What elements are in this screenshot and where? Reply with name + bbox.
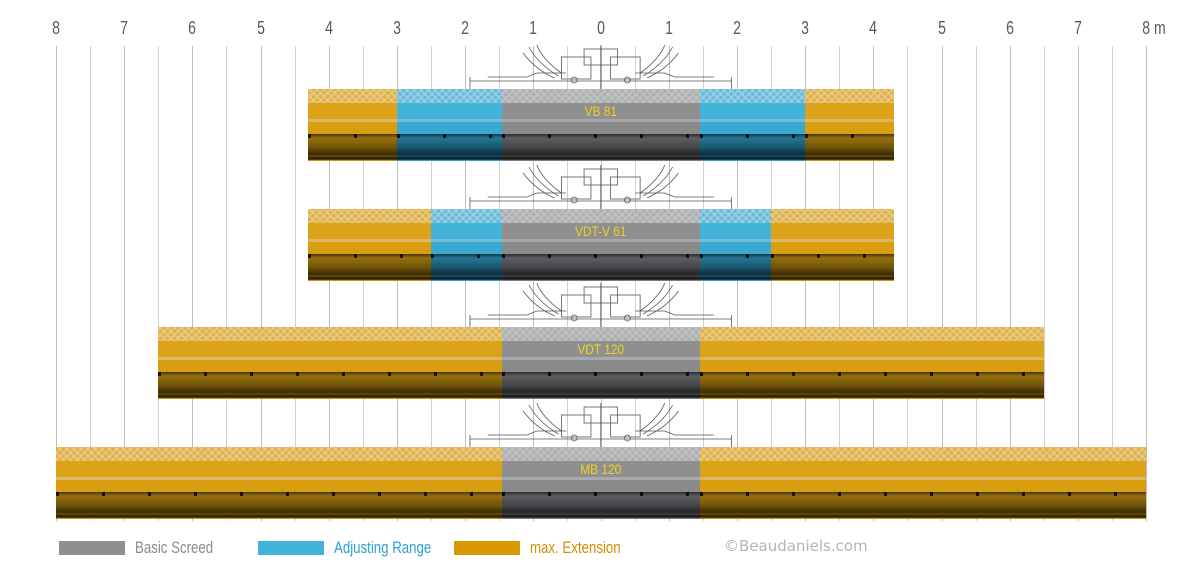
gridline — [158, 46, 159, 521]
gridline — [329, 46, 330, 521]
gridline — [1146, 46, 1147, 521]
gridline — [499, 46, 500, 521]
max-extension-segment — [308, 89, 397, 161]
paver-machine-drawing — [468, 163, 734, 209]
model-label: MB 120 — [580, 461, 622, 477]
gridline — [976, 46, 977, 521]
gridline — [771, 46, 772, 521]
gridline — [363, 46, 364, 521]
gridline — [192, 46, 193, 521]
x-tick-label: 6 — [188, 18, 197, 38]
screed-row-vdt-120: VDT 120 — [0, 327, 1200, 399]
legend-swatch-adjusting — [258, 541, 324, 555]
adjusting-range-segment — [699, 209, 772, 281]
screed-row-mb-120: MB 120 — [0, 447, 1200, 519]
legend-label-extension: max. Extension — [530, 538, 621, 557]
max-extension-segment — [308, 209, 431, 281]
x-tick-label: 3 — [392, 18, 401, 38]
x-tick-label: 7 — [1073, 18, 1082, 38]
x-tick-label: 7 — [120, 18, 129, 38]
gridline — [907, 46, 908, 521]
gridline — [1078, 46, 1079, 521]
basic-screed-segment — [502, 89, 700, 161]
gridline — [397, 46, 398, 521]
legend-label-adjusting: Adjusting Range — [334, 538, 432, 557]
max-extension-segment — [771, 209, 894, 281]
gridline — [567, 46, 568, 521]
paver-machine-drawing — [468, 401, 734, 447]
gridline — [533, 46, 534, 521]
x-tick-label: 5 — [256, 18, 265, 38]
basic-screed-segment — [502, 327, 700, 399]
model-label: VDT-V 61 — [575, 223, 627, 239]
x-tick-label: 6 — [1005, 18, 1014, 38]
max-extension-segment — [56, 447, 503, 519]
gridline — [669, 46, 670, 521]
gridline — [737, 46, 738, 521]
gridline — [124, 46, 125, 521]
gridline — [1112, 46, 1113, 521]
model-label: VDT 120 — [577, 341, 625, 357]
gridline — [56, 46, 57, 521]
x-tick-label: 8 m — [1142, 18, 1166, 38]
x-tick-label: 8 — [52, 18, 61, 38]
x-tick-label: 2 — [460, 18, 469, 38]
max-extension-segment — [158, 327, 503, 399]
gridline — [465, 46, 466, 521]
gridline — [1044, 46, 1045, 521]
basic-screed-segment — [502, 209, 700, 281]
gridline — [295, 46, 296, 521]
x-tick-label: 4 — [324, 18, 333, 38]
x-tick-label: 4 — [869, 18, 878, 38]
max-extension-segment — [699, 447, 1146, 519]
copyright-text: ©Beaudaniels.com — [724, 537, 868, 555]
gridline — [805, 46, 806, 521]
gridline — [90, 46, 91, 521]
legend-label-basic: Basic Screed — [135, 538, 214, 557]
x-tick-label: 3 — [801, 18, 810, 38]
max-extension-segment — [699, 327, 1044, 399]
legend-swatch-basic — [59, 541, 125, 555]
legend-swatch-extension — [454, 541, 520, 555]
basic-screed-segment — [502, 447, 700, 519]
adjusting-range-segment — [430, 209, 503, 281]
screed-row-vdt-v-61: VDT-V 61 — [0, 209, 1200, 281]
paver-machine-drawing — [468, 43, 734, 89]
gridline — [226, 46, 227, 521]
adjusting-range-segment — [699, 89, 806, 161]
x-tick-label: 0 — [597, 18, 605, 38]
x-tick-label: 1 — [665, 18, 673, 38]
gridline — [431, 46, 432, 521]
gridline — [1010, 46, 1011, 521]
gridline — [601, 46, 602, 521]
paver-machine-drawing — [468, 281, 734, 327]
gridline — [703, 46, 704, 521]
x-tick-label: 1 — [528, 18, 537, 38]
x-tick-label: 2 — [733, 18, 742, 38]
gridline — [839, 46, 840, 521]
max-extension-segment — [805, 89, 894, 161]
model-label: VB 81 — [584, 103, 618, 119]
screed-row-vb-81: VB 81 — [0, 89, 1200, 161]
gridline — [873, 46, 874, 521]
x-tick-label: 5 — [937, 18, 946, 38]
gridline — [635, 46, 636, 521]
gridline — [261, 46, 262, 521]
gridline — [942, 46, 943, 521]
adjusting-range-segment — [396, 89, 503, 161]
